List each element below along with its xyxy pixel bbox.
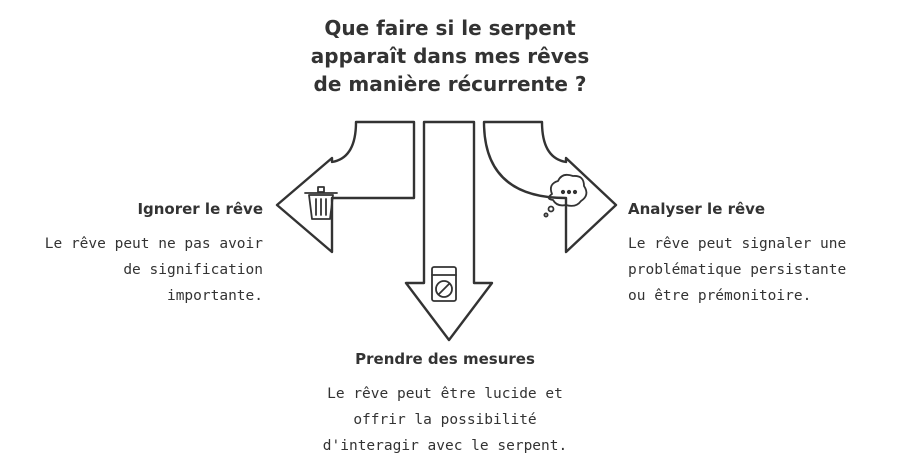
trash-icon xyxy=(304,186,338,220)
option-act-description: Le rêve peut être lucide et offrir la po… xyxy=(322,386,568,454)
option-act-title: Prendre des mesures xyxy=(355,350,535,368)
option-analyse-title: Analyser le rêve xyxy=(628,200,766,218)
thought-bubble-icon xyxy=(543,173,588,218)
option-ignore-title: Ignorer le rêve xyxy=(137,200,263,218)
arrow-left xyxy=(275,120,416,254)
diagram-title: Que faire si le serpent apparaît dans me… xyxy=(310,16,590,96)
no-entry-sign-icon xyxy=(431,266,457,302)
option-ignore-description: Le rêve peut ne pas avoir de significati… xyxy=(44,236,263,304)
option-analyse-description: Le rêve peut signaler une problématique … xyxy=(628,236,847,304)
arrow-down xyxy=(404,120,494,342)
arrow-right xyxy=(482,120,618,254)
